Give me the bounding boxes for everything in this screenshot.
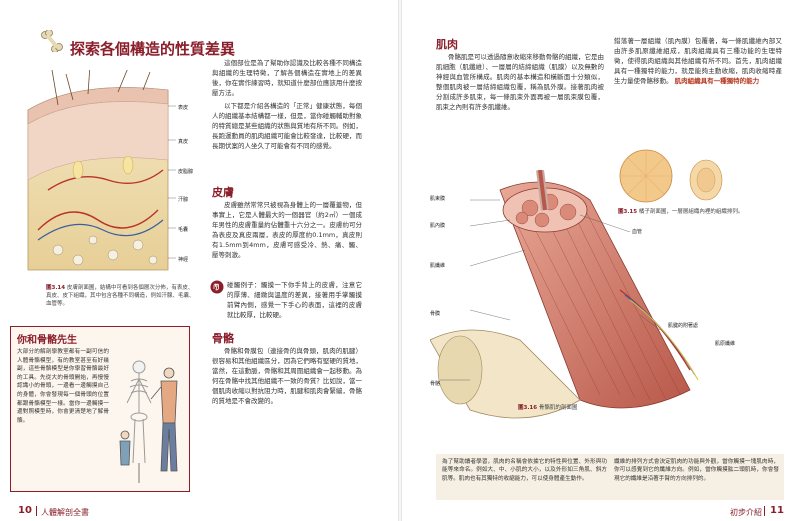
- bottom-box-col1: 為了幫助讀者學習，肌肉的名稱會依據它的特性與位置、外形與功能等來命名。例如大、中…: [442, 459, 607, 482]
- skin-label-1: 表皮: [178, 105, 189, 111]
- skin-figure-caption: 圖3.14 皮膚剖面圖，結構中可看到各個層次分佈，有表皮、真皮、皮下組織，其中包…: [46, 284, 196, 308]
- sidebar-title: 你和骨骼先生: [17, 335, 77, 346]
- bone-paragraph: 骨骼和骨膜包（連接骨的與骨頭，肌肉的肌腱）很容易和其他組織區分，因為它們略有堅硬…: [212, 347, 362, 405]
- skin-label-2: 真皮: [178, 139, 189, 145]
- intro-text: 這個部位是為了幫助你認識及比較各種不同構造與組織的生理特徵，了解各個構造在實地上…: [212, 58, 362, 151]
- muscle-col2-text: 錯落著一層組織（肌內膜）包覆著，每一條肌纖維內部又由許多肌原纖維組成，肌肉組織具…: [614, 37, 782, 85]
- book-title: 人體解剖全書: [41, 508, 89, 517]
- muscle-label-bone: 骨骼: [430, 381, 441, 387]
- muscle-label-vessel: 血管: [632, 229, 643, 235]
- skin-label-5: 毛囊: [178, 227, 189, 233]
- touch-tip-text: 碰觸例子：觸摸一下你手背上的皮膚，注意它的厚薄、細緻與溫度的差異，接著用手掌觸摸…: [227, 281, 362, 319]
- muscle-label-periosteum: 骨膜: [430, 311, 441, 317]
- orange-figure-caption-text: 橘子剖面圖，一層層組織內裡的組織排列。: [638, 209, 744, 215]
- muscle-figure-caption-text: 骨骼肌的剖面圖: [538, 405, 578, 411]
- skeleton-sidebar: 你和骨骼先生 大部分的解剖學教室都有一副可信的人體骨骼模型，有的教室甚至有好幾副…: [10, 326, 190, 492]
- book-gutter: [398, 0, 402, 521]
- right-page-number: 11: [770, 505, 784, 516]
- bone-heading: 骨骼: [212, 332, 234, 345]
- right-page: 肌肉 骨骼肌是可以透過隨意收縮來移動骨骼的組織，它是由肌細胞（肌纖維）、一層層的…: [400, 0, 800, 521]
- skin-paragraph: 皮膚雖然常常只被視為身體上的一層覆蓋物，但事實上，它是人體最大的一個器官（約2㎡…: [212, 201, 362, 259]
- orange-figure-number: 圖3.15: [618, 209, 638, 215]
- sidebar-text: 大部分的解剖學教室都有一副可信的人體骨骼模型，有的教室甚至有好幾副，這些骨骼模型…: [17, 349, 109, 424]
- muscle-figure-number: 圖3.16: [518, 405, 538, 411]
- muscle-text-col1: 骨骼肌是可以透過隨意收縮來移動骨骼的組織，它是由肌細胞（肌纖維）、一層層的結締組…: [436, 53, 604, 111]
- touch-tip: 碰觸例子：觸摸一下你手背上的皮膚，注意它的厚薄、細緻與溫度的差異，接著用手掌觸摸…: [210, 280, 362, 320]
- skin-heading: 皮膚: [212, 186, 234, 199]
- orange-cross-section-illustration: [619, 149, 723, 203]
- muscle-text-col2: 錯落著一層組織（肌內膜）包覆著，每一條肌纖維內部又由許多肌原纖維組成，肌肉組織具…: [614, 36, 782, 86]
- muscle-heading: 肌肉: [436, 38, 458, 51]
- muscle-label-tendon-attach: 肌腱的附著處: [668, 323, 699, 329]
- muscle-highlight: 肌肉組織具有一種獨特的能力: [674, 77, 760, 85]
- footer-divider: [36, 506, 37, 516]
- intro-paragraph-1: 這個部位是為了幫助你認識及比較各種不同構造與組織的生理特徵，了解各個構造在實地上…: [212, 59, 362, 97]
- orange-figure-caption: 圖3.15 橘子剖面圖，一層層組織內裡的組織排列。: [618, 208, 778, 216]
- muscle-naming-box: 為了幫助讀者學習，肌肉的名稱會依據它的特性與位置、外形與功能等來命名。例如大、中…: [436, 454, 784, 500]
- skin-label-3: 皮脂腺: [178, 169, 194, 175]
- muscle-figure-caption: 圖3.16 骨骼肌的剖面圖: [518, 404, 577, 412]
- page-title: 探索各個構造的性質差異: [70, 40, 236, 58]
- intro-paragraph-2: 以下都是介紹各構造的「正常」健康狀態，每個人的組織基本結構都一樣，但是，當你碰觸…: [212, 102, 362, 150]
- skin-label-6: 神經: [178, 257, 189, 263]
- figure-caption-text: 皮膚剖面圖，結構中可看到各個層次分佈，有表皮、真皮、皮下組織，其中包含各種不同構…: [46, 285, 195, 307]
- muscle-label-myofibril: 肌原纖維: [715, 341, 736, 347]
- skin-label-4: 汗腺: [178, 197, 189, 203]
- bone-icon: [41, 30, 63, 52]
- left-page: 探索各個構造的性質差異: [0, 30, 400, 521]
- left-footer: 10 人體解剖全書: [0, 503, 400, 521]
- skin-cross-section-illustration: [27, 70, 176, 271]
- bottom-box-col2: 纖維的排列方式會決定肌肉的功能與外觀，當你觸摸一塊肌肉時，你可以感覺到它的纖維方…: [614, 459, 779, 482]
- skeleton-with-people-illustration: [119, 360, 178, 483]
- muscle-label-perimysium: 肌束膜: [430, 196, 446, 202]
- skeletal-muscle-illustration: [430, 170, 699, 419]
- figure-number: 圖3.14: [46, 285, 66, 291]
- left-page-number: 10: [18, 505, 32, 516]
- hand-touch-icon: [210, 280, 224, 294]
- footer-divider-right: [764, 506, 765, 516]
- section-title: 初步介紹: [730, 508, 762, 517]
- right-footer: 初步介紹 11: [400, 503, 800, 521]
- muscle-label-endomysium: 肌內膜: [430, 223, 446, 229]
- muscle-label-fiber: 肌纖維: [430, 263, 446, 269]
